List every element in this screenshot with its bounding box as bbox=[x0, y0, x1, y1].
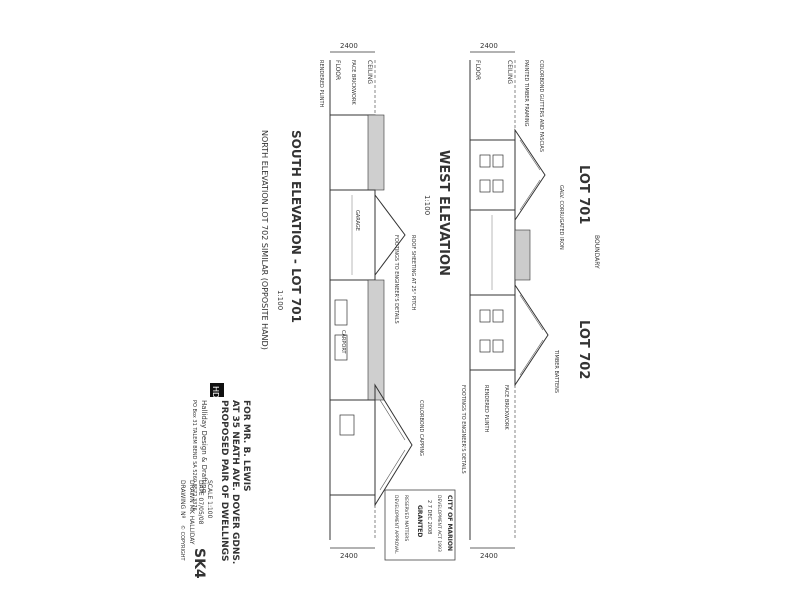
firm-address: PO Box 31 TALEM BEND SA 5260 8572 3376 bbox=[191, 400, 197, 511]
west-dim-bottom: 2400 bbox=[480, 552, 498, 560]
stamp-line-4: RESERVED MATTERS bbox=[403, 495, 409, 541]
south-floor-label: FLOOR bbox=[334, 60, 341, 80]
south-subtitle: NORTH ELEVATION LOT 702 SIMILAR (OPPOSIT… bbox=[260, 130, 269, 350]
stamp-line-5: DEVELOPMENT APPROVAL bbox=[393, 495, 399, 554]
west-note-5: PAINTED TIMBER FRAMING bbox=[523, 60, 529, 127]
approval-stamp: CITY OF MARION DEVELOPMENT ACT 1993 2 7 … bbox=[384, 489, 456, 561]
south-dim-bottom: 2400 bbox=[340, 552, 358, 560]
sheet-number: SK4 bbox=[191, 548, 207, 579]
west-note-4: RENDERED PLINTH bbox=[483, 385, 489, 433]
south-note-2: GARAGE bbox=[354, 210, 360, 231]
west-note-1: GALV. CORRUGATED IRON bbox=[558, 185, 564, 250]
stamp-line-3: GRANTED bbox=[416, 505, 423, 537]
south-scale: 1:100 bbox=[276, 290, 284, 310]
west-note-6: FOOTINGS TO ENGINEER'S DETAILS bbox=[460, 385, 466, 474]
west-floor-label: FLOOR bbox=[474, 60, 481, 80]
project-line-1: PROPOSED PAIR OF DWELLINGS bbox=[219, 400, 229, 562]
south-note-0: FACE BRICKWORK bbox=[350, 60, 356, 105]
south-building bbox=[329, 114, 413, 507]
tb-drawing-no: DRAWING Nº bbox=[179, 480, 186, 519]
west-dim-top: 2400 bbox=[480, 42, 498, 50]
stamp-line-1: DEVELOPMENT ACT 1993 bbox=[436, 495, 442, 552]
south-elevation: 2400 2400 SOUTH ELEVATION - LOT 701 1:10… bbox=[260, 42, 424, 560]
project-line-3: FOR MR. B. LEWIS bbox=[241, 400, 251, 492]
west-note-3: TIMBER BATTENS bbox=[553, 349, 559, 393]
title-block: HD PROPOSED PAIR OF DWELLINGS AT 35 NEAT… bbox=[179, 383, 251, 579]
tb-copyright: © COPYRIGHT bbox=[179, 525, 186, 562]
hd-logo-text: HD bbox=[211, 386, 220, 398]
tb-scale: SCALE 1:100 bbox=[206, 480, 213, 519]
lot-701-building bbox=[469, 128, 546, 222]
west-note-0: COLORBOND GUTTERS AND FASCIAS bbox=[538, 60, 544, 152]
lot-702-label: LOT 702 bbox=[576, 320, 591, 379]
west-scale: 1:100 bbox=[423, 195, 431, 215]
stamp-line-0: CITY OF MARION bbox=[446, 495, 453, 551]
west-note-2: FACE BRICKWORK bbox=[503, 385, 509, 430]
west-middle-link bbox=[469, 209, 531, 296]
firm-name: Halliday Design & Drafting bbox=[200, 400, 208, 493]
west-elevation: 2400 2400 bbox=[423, 42, 600, 560]
lot-702-building bbox=[469, 283, 549, 387]
south-note-4: COLORBOND CAPPING bbox=[418, 400, 424, 456]
south-dim-top: 2400 bbox=[340, 42, 358, 50]
south-note-5: ROOF SHEETING AT 25° PITCH bbox=[410, 235, 416, 311]
lot-701-label: LOT 701 bbox=[576, 165, 591, 224]
south-ceiling-label: CEILING bbox=[366, 60, 373, 84]
west-title: WEST ELEVATION bbox=[436, 150, 451, 276]
hd-logo bbox=[210, 383, 224, 397]
south-note-1: RENDERED PLINTH bbox=[318, 60, 324, 108]
tb-drawn: DRAWN MK HALLIDAY bbox=[188, 480, 195, 545]
south-note-3: CARPORT bbox=[340, 330, 346, 354]
south-note-6: FOOTINGS TO ENGINEER'S DETAILS bbox=[393, 235, 399, 324]
stamp-line-2: 2 7 DEC 2008 bbox=[426, 500, 432, 534]
project-line-2: AT 35 NEATH AVE. DOVER GDNS. bbox=[230, 400, 240, 564]
west-boundary-label: BOUNDARY bbox=[593, 235, 600, 269]
south-title: SOUTH ELEVATION - LOT 701 bbox=[289, 130, 303, 323]
west-ceiling-label: CEILING bbox=[506, 60, 513, 84]
tb-date: DATE 07/05/08 bbox=[197, 480, 204, 525]
